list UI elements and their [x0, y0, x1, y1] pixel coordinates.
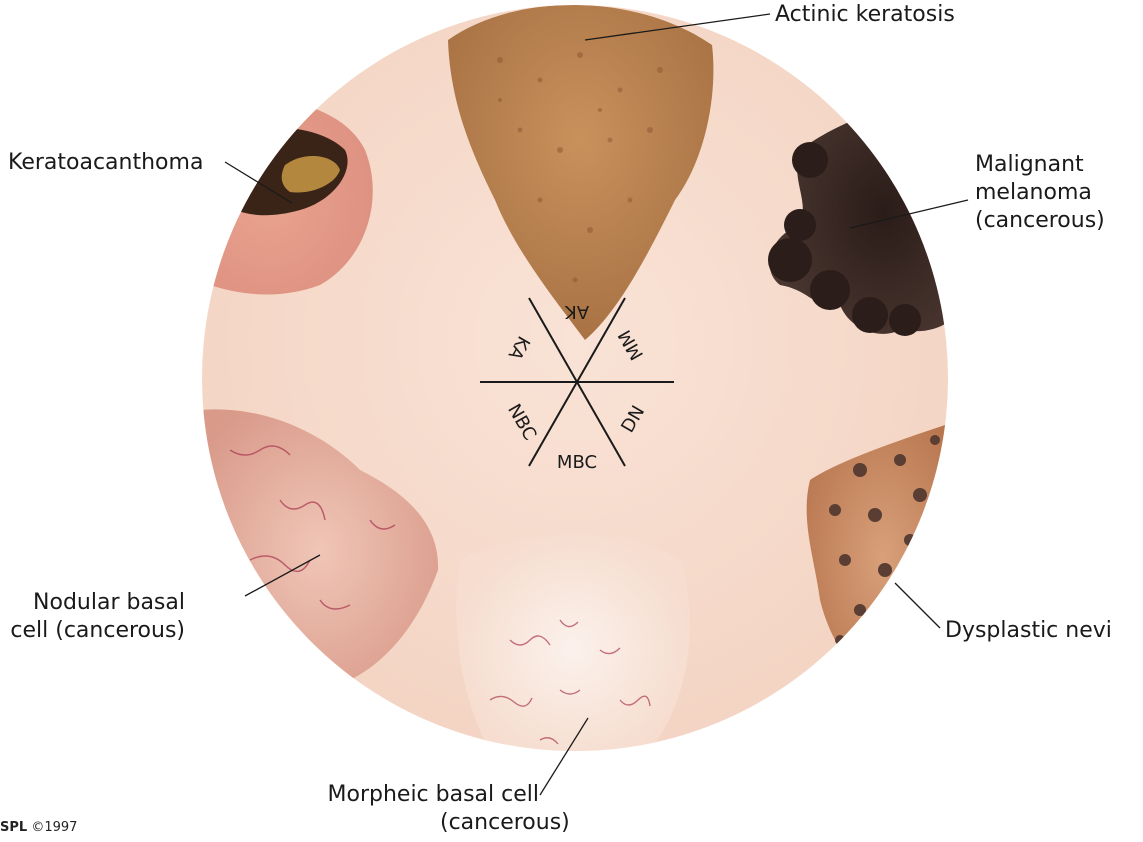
key-label-ak: AK — [564, 301, 589, 322]
copyright-year: ©1997 — [31, 820, 77, 835]
key-label-mbc: MBC — [557, 452, 597, 473]
label-nodular-basal-cell-1: Nodular basal — [33, 590, 185, 616]
label-malignant-melanoma-2: melanoma — [975, 180, 1092, 206]
label-actinic-keratosis: Actinic keratosis — [775, 2, 955, 28]
label-keratoacanthoma: Keratoacanthoma — [8, 150, 203, 176]
label-malignant-melanoma-1: Malignant — [975, 152, 1084, 178]
label-malignant-melanoma-3: (cancerous) — [975, 208, 1105, 234]
copyright-mark: SPL — [0, 820, 27, 835]
label-morpheic-basal-cell-1: Morpheic basal cell — [328, 782, 539, 808]
copyright-notice: SPL ©1997 — [0, 820, 77, 835]
label-morpheic-basal-cell-2: (cancerous) — [440, 810, 570, 836]
label-nodular-basal-cell-2: cell (cancerous) — [10, 618, 185, 644]
morpheic-basal-cell-lesion — [456, 534, 690, 765]
label-dysplastic-nevi: Dysplastic nevi — [945, 618, 1112, 644]
